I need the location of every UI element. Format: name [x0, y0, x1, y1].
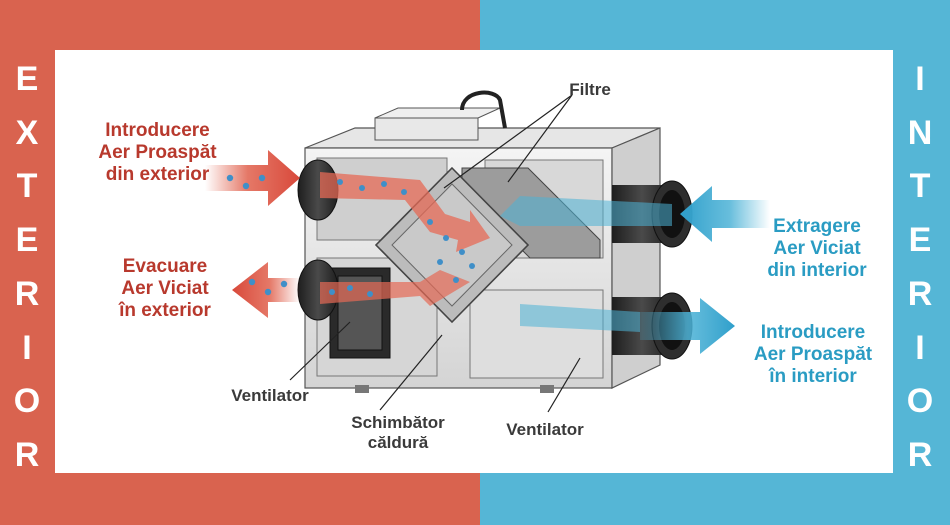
flow-exhaust-through	[320, 270, 470, 306]
label-supply-inside: Introducere Aer Proaspăt în interior	[753, 322, 873, 387]
exterior-letter: I	[22, 328, 32, 367]
interior-letter: N	[907, 113, 933, 152]
interior-letter: I	[915, 328, 925, 367]
label-heat-exchanger: Schimbător căldură	[351, 413, 445, 452]
unit-top-face	[304, 127, 661, 149]
leader-lines	[289, 94, 581, 413]
exterior-vertical-word: E X T E R I O R	[7, 62, 47, 472]
label-exhaust-outside: Evacuare Aer Viciat în exterior	[119, 256, 211, 321]
flow-supply-inside	[640, 298, 735, 354]
interior-letter: R	[907, 274, 933, 313]
flow-extract-through	[500, 196, 672, 226]
water-droplets	[226, 174, 475, 297]
interior-letter: R	[907, 435, 933, 474]
exterior-letter: R	[14, 274, 40, 313]
flow-intake-through	[320, 172, 490, 252]
interior-letter: T	[909, 167, 931, 206]
label-intake-outside: Introducere Aer Proaspăt din exterior	[98, 120, 217, 185]
label-fan-left: Ventilator	[231, 386, 309, 405]
interior-vertical-word: I N T E R I O R	[900, 62, 940, 472]
exterior-letter: T	[16, 167, 38, 206]
label-filters: Filtre	[569, 80, 611, 99]
label-fan-right: Ventilator	[506, 420, 584, 439]
exterior-letter: E	[15, 221, 39, 260]
interior-letter: O	[906, 382, 934, 421]
unit-foot	[355, 385, 369, 393]
exterior-letter: O	[13, 382, 41, 421]
exterior-letter: R	[14, 435, 40, 474]
exterior-letter: E	[15, 60, 39, 98]
cavity-lower-right	[469, 289, 604, 379]
control-box	[374, 107, 501, 119]
label-extract-inside: Extragere Aer Viciat din interior	[767, 216, 867, 281]
flow-extract-inside	[680, 186, 770, 242]
interior-letter: E	[908, 221, 932, 260]
exterior-letter: X	[15, 113, 39, 152]
flow-supply-through	[520, 304, 640, 332]
flow-intake-outside	[205, 150, 300, 206]
unit-foot	[540, 385, 554, 393]
interior-letter: I	[915, 60, 925, 98]
control-box-front	[374, 117, 479, 141]
power-cable	[460, 90, 507, 129]
